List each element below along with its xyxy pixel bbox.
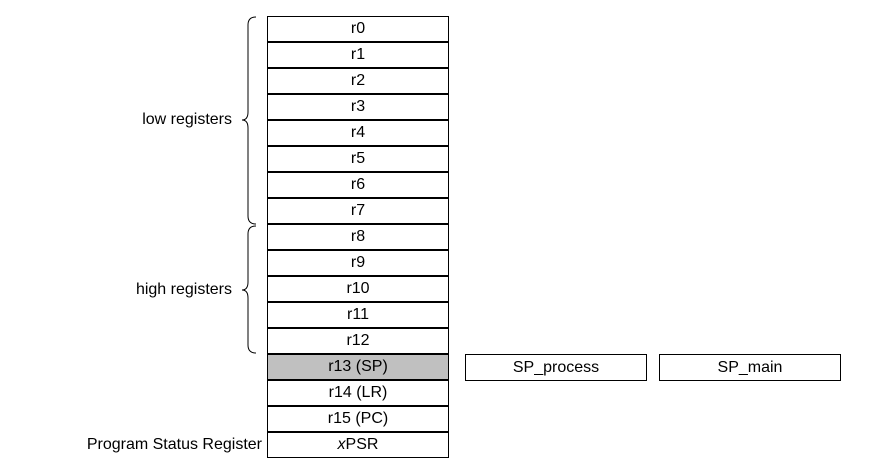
register-r7: r7 [267,198,449,224]
register-r8: r8 [267,224,449,250]
register-label: r3 [350,98,366,115]
low-registers-brace [241,16,257,225]
register-r1: r1 [267,42,449,68]
register-r4: r4 [267,120,449,146]
register-label: r12 [346,332,370,349]
register-label: r14 (LR) [328,384,388,401]
register-r15: r15 (PC) [267,406,449,432]
register-r3: r3 [267,94,449,120]
sp-process-label: SP_process [512,358,600,376]
sp-main-box: SP_main [659,354,841,381]
register-r9: r9 [267,250,449,276]
register-label: r0 [350,20,366,37]
sp-process-box: SP_process [465,354,647,381]
register-label: r9 [350,254,366,271]
register-r2: r2 [267,68,449,94]
register-label: r2 [350,72,366,89]
xpsr-prefix: x [337,436,346,453]
register-label: r10 [346,280,370,297]
register-r0: r0 [267,16,449,42]
register-label: r11 [347,306,369,323]
register-r14: r14 (LR) [267,380,449,406]
register-r10: r10 [267,276,449,302]
register-label: r13 (SP) [328,358,388,375]
low-registers-label: low registers [142,111,232,128]
register-r5: r5 [267,146,449,172]
sp-main-label: SP_main [717,358,783,376]
register-label: r8 [350,228,366,245]
register-label: r15 (PC) [327,410,389,427]
register-r12: r12 [267,328,449,354]
register-r13: r13 (SP) [267,354,449,380]
register-r11: r11 [267,302,449,328]
register-r6: r6 [267,172,449,198]
xpsr-rest: PSR [345,436,379,453]
high-registers-brace [241,225,257,354]
high-registers-label: high registers [135,281,232,298]
register-label: r6 [350,176,366,193]
register-label: r5 [350,150,366,167]
register-label: r1 [350,46,366,63]
register-label: r4 [350,124,366,141]
psr-label: Program Status Register [86,436,262,453]
register-label: r7 [350,202,366,219]
